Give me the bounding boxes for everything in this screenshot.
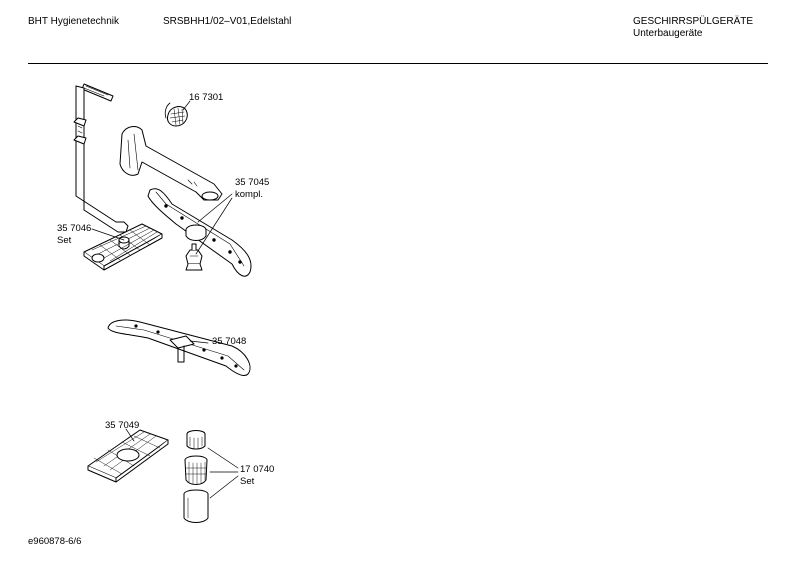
upper-arm-support bbox=[119, 126, 223, 201]
filter-plate bbox=[87, 429, 169, 483]
part-label-35-7046: 35 7046 bbox=[57, 223, 92, 234]
model-designation: SRSBHH1/02–V01,Edelstahl bbox=[163, 16, 292, 27]
part-label-35-7045: 35 7045 bbox=[235, 177, 270, 188]
document-id: e960878-6/6 bbox=[28, 536, 82, 547]
filter-cylinder-set bbox=[183, 430, 209, 523]
leader-line bbox=[189, 340, 209, 344]
category-block: GESCHIRRSPÜLGERÄTE Unterbaugeräte bbox=[633, 16, 753, 40]
part-label-35-7048: 35 7048 bbox=[212, 336, 247, 347]
part-label-35-7049: 35 7049 bbox=[105, 420, 140, 431]
company-name: BHT Hygienetechnik bbox=[28, 16, 119, 27]
part-label-16-7301: 16 7301 bbox=[189, 92, 224, 103]
part-note-17-0740: Set bbox=[240, 476, 255, 487]
part-label-17-0740: 17 0740 bbox=[240, 464, 275, 475]
leader-line bbox=[182, 100, 191, 111]
leader-line bbox=[91, 228, 125, 241]
part-note-35-7045: kompl. bbox=[235, 189, 263, 200]
part-note-35-7046: Set bbox=[57, 235, 72, 246]
leader-line bbox=[125, 428, 135, 442]
category-title: GESCHIRRSPÜLGERÄTE bbox=[633, 16, 754, 27]
upper-spray-arm bbox=[147, 188, 252, 277]
lower-spray-arm bbox=[107, 319, 251, 377]
subcategory-title: Unterbaugeräte bbox=[633, 28, 703, 39]
nozzle-part bbox=[185, 243, 203, 271]
header-divider bbox=[28, 63, 768, 64]
oval-filter-part bbox=[164, 102, 188, 127]
supply-pipe bbox=[73, 83, 129, 233]
